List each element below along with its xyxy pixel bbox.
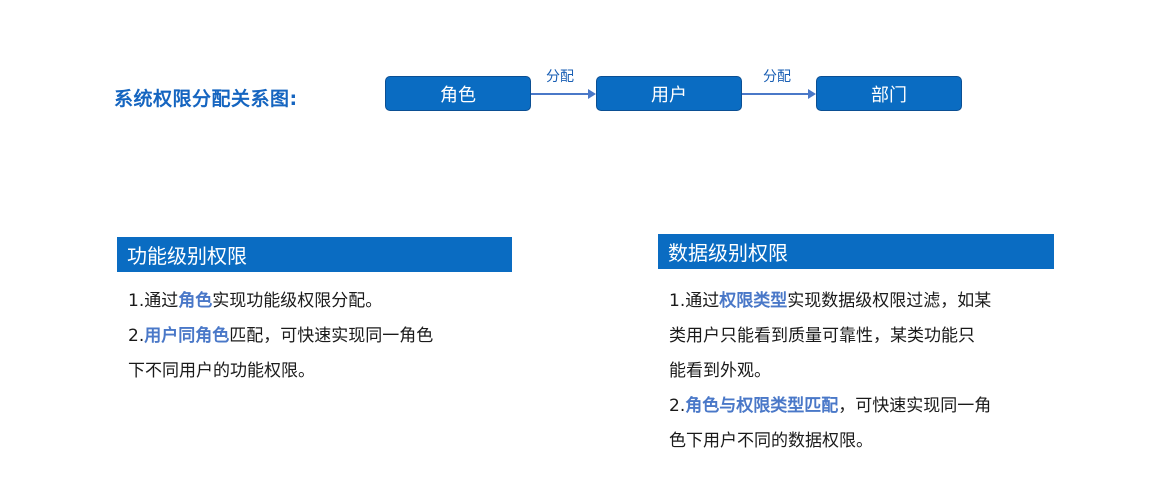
functional-permissions-header: 功能级别权限	[117, 237, 512, 272]
functional-line-2-suffix: 匹配，可快速实现同一角色	[229, 326, 434, 346]
functional-line-1-prefix: 1.通过	[128, 291, 179, 311]
functional-line-2-highlight: 用户同角色	[144, 326, 230, 346]
data-line-4-prefix: 2.	[669, 396, 686, 416]
data-line-2: 类用户只能看到质量可靠性，某类功能只	[669, 326, 975, 346]
node-user: 用户	[596, 76, 742, 111]
edge-user-to-dept-arrow	[742, 89, 816, 99]
node-role-label: 角色	[440, 84, 476, 106]
data-permissions-body: 1.通过权限类型实现数据级权限过滤，如某 类用户只能看到质量可靠性，某类功能只 …	[669, 284, 1049, 459]
edge-user-to-dept-label: 分配	[763, 69, 791, 85]
functional-line-1: 1.通过角色实现功能级权限分配。	[128, 284, 488, 319]
functional-line-2-prefix: 2.	[128, 326, 145, 346]
node-department: 部门	[816, 76, 962, 111]
node-role: 角色	[385, 76, 531, 111]
functional-permissions-header-label: 功能级别权限	[127, 244, 247, 268]
data-permissions-header: 数据级别权限	[658, 234, 1054, 269]
edge-role-to-user-label: 分配	[546, 69, 574, 85]
data-line-1: 1.通过权限类型实现数据级权限过滤，如某	[669, 284, 1049, 319]
data-line-1-prefix: 1.通过	[669, 291, 720, 311]
functional-line-1-highlight: 角色	[178, 291, 213, 311]
data-line-5: 色下用户不同的数据权限。	[669, 431, 873, 451]
data-line-4: 2.角色与权限类型匹配，可快速实现同一角	[669, 389, 1049, 424]
functional-line-1-suffix: 实现功能级权限分配。	[212, 291, 383, 311]
data-line-4-highlight: 角色与权限类型匹配	[685, 396, 839, 416]
functional-permissions-body: 1.通过角色实现功能级权限分配。 2.用户同角色匹配，可快速实现同一角色 下不同…	[128, 284, 488, 389]
node-user-label: 用户	[651, 84, 687, 106]
functional-line-2: 2.用户同角色匹配，可快速实现同一角色	[128, 319, 488, 354]
data-line-1-suffix: 实现数据级权限过滤，如某	[787, 291, 992, 311]
diagram-title: 系统权限分配关系图:	[114, 88, 298, 110]
data-permissions-header-label: 数据级别权限	[668, 241, 788, 265]
data-line-4-suffix: ，可快速实现同一角	[838, 396, 992, 416]
edge-role-to-user-arrow	[531, 89, 596, 99]
data-line-3: 能看到外观。	[669, 361, 771, 381]
functional-line-3: 下不同用户的功能权限。	[128, 361, 315, 381]
node-department-label: 部门	[871, 84, 907, 106]
data-line-1-highlight: 权限类型	[719, 291, 788, 311]
